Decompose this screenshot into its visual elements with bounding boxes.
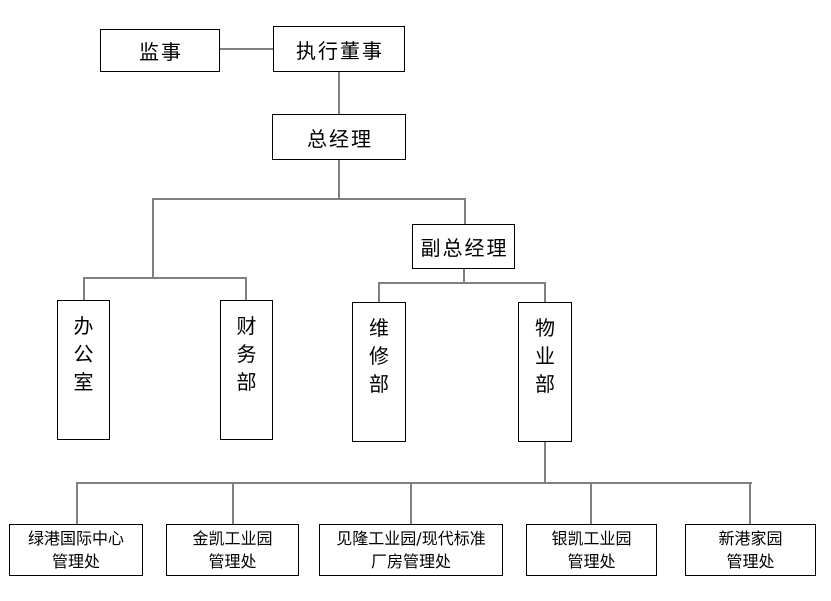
node-executive-director: 执行董事 [273, 26, 405, 72]
connector-executive-gm [338, 72, 340, 114]
node-xingang-mgmt: 新港家园 管理处 [685, 524, 816, 576]
connector-gm-drop [338, 160, 340, 200]
node-label: 监事 [139, 40, 183, 64]
node-finance-dept: 财务部 [220, 300, 273, 440]
connector-office-drop [83, 277, 85, 301]
node-maintenance-dept: 维修部 [352, 302, 406, 442]
node-label: 金凯工业园 管理处 [192, 529, 273, 571]
connector-gm-split [152, 198, 466, 200]
node-office: 办公室 [57, 300, 110, 440]
node-label: 副总经理 [420, 236, 509, 260]
connector-left-split [83, 277, 247, 279]
node-label: 物业部 [535, 316, 555, 396]
node-label: 维修部 [369, 316, 389, 396]
node-label: 银凯工业园 管理处 [551, 529, 632, 571]
connector-left-drop [152, 198, 154, 279]
node-deputy-general-manager: 副总经理 [412, 224, 515, 269]
connector-finance-drop [245, 277, 247, 301]
connector-jianlong-drop [410, 482, 412, 525]
node-label: 绿港国际中心 管理处 [27, 529, 124, 571]
node-label: 总经理 [307, 126, 373, 151]
connector-property-drop [544, 282, 546, 303]
node-property-dept: 物业部 [518, 302, 572, 442]
connector-property-down [544, 441, 546, 484]
node-label: 新港家园 管理处 [718, 529, 783, 571]
connector-xingang-drop [749, 482, 751, 525]
connector-lvgang-drop [76, 482, 78, 525]
node-supervisor: 监事 [100, 29, 220, 72]
node-label: 财务部 [236, 314, 257, 394]
connector-supervisor-executive [220, 48, 273, 50]
connector-bottom-split [76, 482, 752, 484]
connector-deputy-split [378, 282, 546, 284]
node-general-manager: 总经理 [272, 114, 406, 160]
connector-yinkai-drop [590, 482, 592, 525]
connector-maintenance-drop [378, 282, 380, 303]
node-yinkai-mgmt: 银凯工业园 管理处 [526, 524, 657, 576]
node-jianlong-mgmt: 见隆工业园/现代标准 厂房管理处 [319, 524, 503, 576]
connector-deputy-down [463, 268, 465, 284]
node-label: 办公室 [73, 314, 94, 394]
connector-deputy-drop [464, 198, 466, 225]
connector-jinkai-drop [232, 482, 234, 525]
node-lvgang-mgmt: 绿港国际中心 管理处 [9, 524, 143, 576]
node-jinkai-mgmt: 金凯工业园 管理处 [166, 524, 299, 576]
node-label: 见隆工业园/现代标准 厂房管理处 [336, 529, 486, 571]
node-label: 执行董事 [296, 38, 384, 63]
